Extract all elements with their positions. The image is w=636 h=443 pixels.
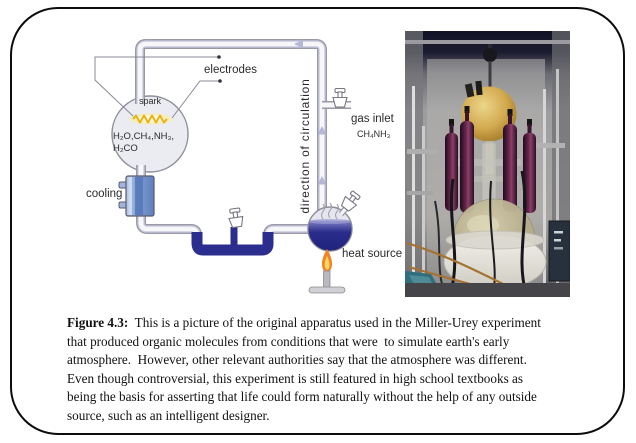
spark-label: spark [139,96,162,106]
caption-line: source, such as an intelligent designer. [67,407,270,423]
vapor-lines [320,202,340,220]
direction-of-circulation-label: direction of circulation [298,78,312,213]
apparatus-diagram: electrodes spark H₂O,CH₄,NH₃, H₂CO cooli… [86,0,402,294]
caption-line: that produced organic molecules from con… [67,333,510,349]
spark-flask [111,95,189,173]
caption-line: Figure 4.3: This is a picture of the ori… [67,314,579,333]
support-stands [407,69,565,291]
bench-items [405,220,570,297]
flow-arrow-icons [294,39,327,185]
caption-line: being the basis for asserting that life … [67,389,537,405]
gas-inlet-label: gas inlet [351,113,395,125]
glass-manifold [455,142,521,214]
figure-number-label: Figure 4.3: [67,315,129,330]
top-clamp [483,44,497,88]
gas-inlet-valve-icon [332,87,348,108]
electrode-bottles [445,106,536,213]
apparatus-photo [405,31,570,297]
electrode-wires [94,55,222,119]
caption-text: This is a picture of the original appara… [128,315,541,330]
flask-contents-line2: H₂CO [113,143,138,154]
heat-source-burner [308,249,346,294]
electrodes-label: electrodes [204,64,257,76]
caption-line: atmosphere. However, other relevant auth… [67,352,527,368]
spark-icon [130,113,172,125]
figure-caption: Figure 4.3: This is a picture of the ori… [67,314,579,426]
cooling-condenser [118,175,155,217]
boiling-flask [307,188,363,252]
caption-line: Even though controversial, this experime… [67,370,523,386]
cooling-label: cooling [86,188,122,200]
trap-valve-icon [227,207,245,229]
gas-formula-label: CH₄NH₃ [357,129,391,139]
water-trap [191,227,274,256]
heat-source-label: heat source [342,248,402,260]
flask-contents-line1: H₂O,CH₄,NH₃, [113,131,174,142]
